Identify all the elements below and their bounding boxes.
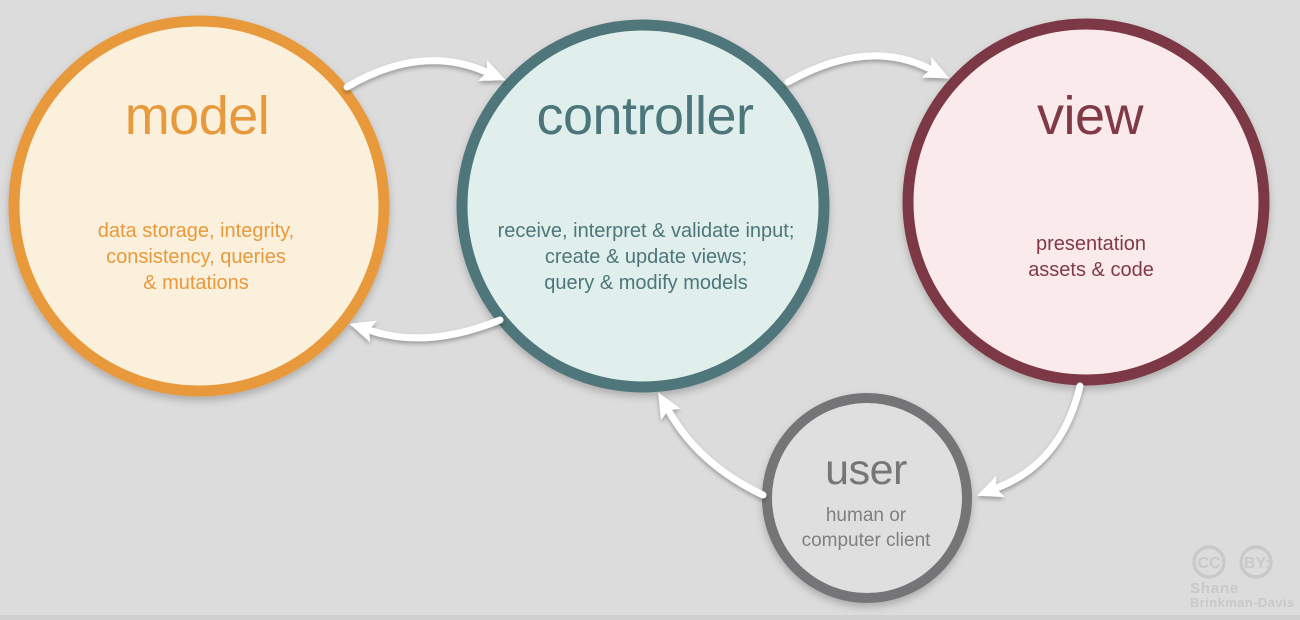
cc-icon [1192,545,1226,579]
attribution: CC BY: Shane Brinkman-Davis [1190,545,1295,610]
controller-node [456,19,830,393]
arrow-controller-to-model [349,316,504,343]
view-description-line: presentation [1036,233,1146,255]
model-description-line: & mutations [143,272,249,294]
by-icon [1239,545,1273,579]
cc-icon-label: CC [1197,555,1221,572]
user-description-line: computer client [802,530,932,551]
controller-description-line: create & update views; [545,246,747,268]
arrow-controller-to-view [784,52,950,86]
author-name-line: Brinkman-Davis [1190,595,1295,610]
controller-description-line: receive, interpret & validate input; [498,220,795,242]
model-description-line: consistency, queries [106,246,286,268]
view-node [902,18,1270,386]
controller-description-line: query & modify models [544,272,747,294]
controller-title: controller [536,86,754,146]
model-title: model [125,86,270,146]
bottom-edge [0,615,1300,620]
user-description-line: human or [826,505,907,526]
arrow-user-to-controller [658,392,767,499]
arrow-view-to-user [976,382,1084,497]
model-description-line: data storage, integrity, [98,220,294,242]
view-title: view [1037,86,1145,146]
model-node [8,15,390,397]
user-node [762,393,972,603]
arrow-model-to-controller [343,57,506,91]
user-title: user [825,446,907,494]
by-icon-label: BY: [1244,555,1270,572]
author-name-line: Shane [1190,580,1239,597]
view-description-line: assets & code [1028,259,1154,281]
